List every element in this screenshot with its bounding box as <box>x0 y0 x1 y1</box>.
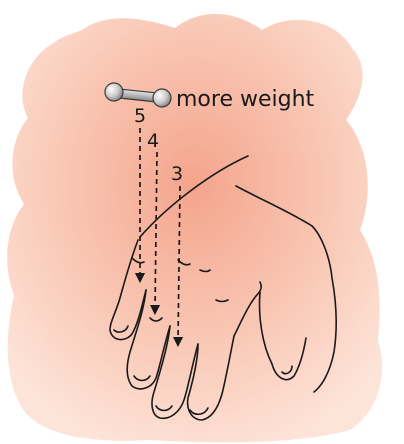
finger-label-5: 5 <box>134 105 146 127</box>
more-weight-label: more weight <box>176 87 315 112</box>
finger-label-4: 4 <box>147 130 159 152</box>
finger-label-3: 3 <box>171 163 183 185</box>
